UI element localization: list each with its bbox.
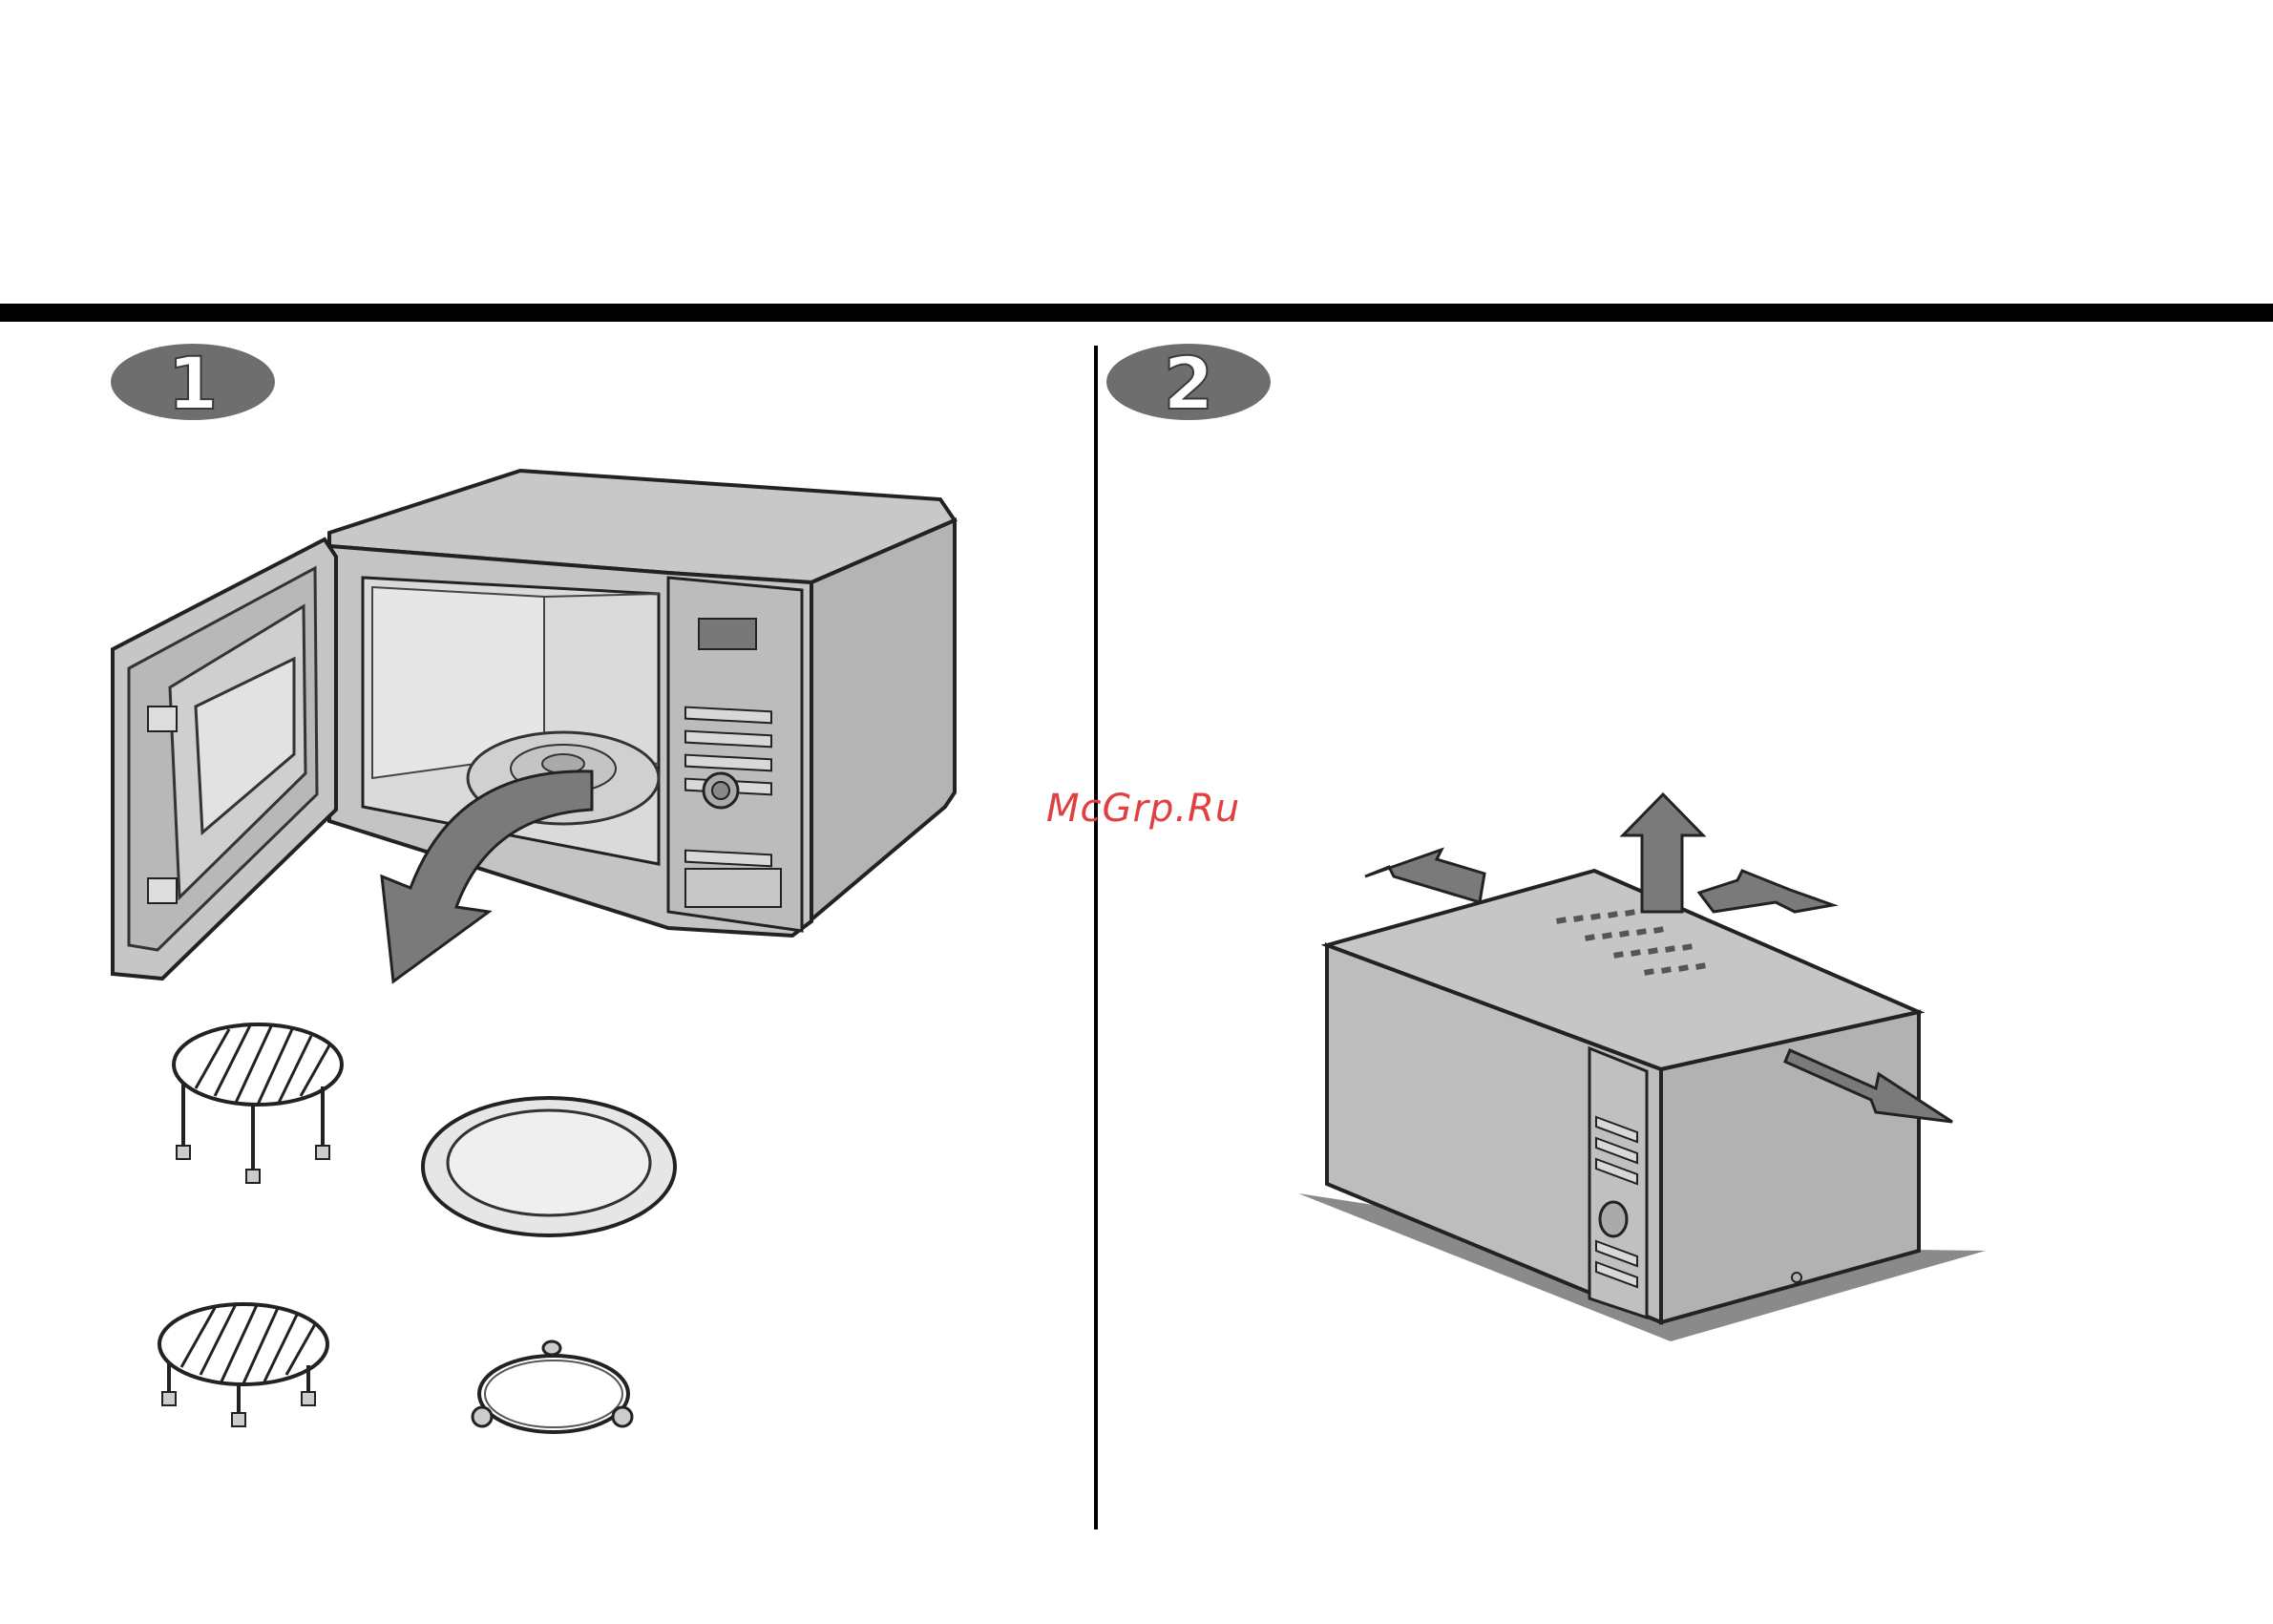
step-2-illustration xyxy=(0,0,2273,1528)
